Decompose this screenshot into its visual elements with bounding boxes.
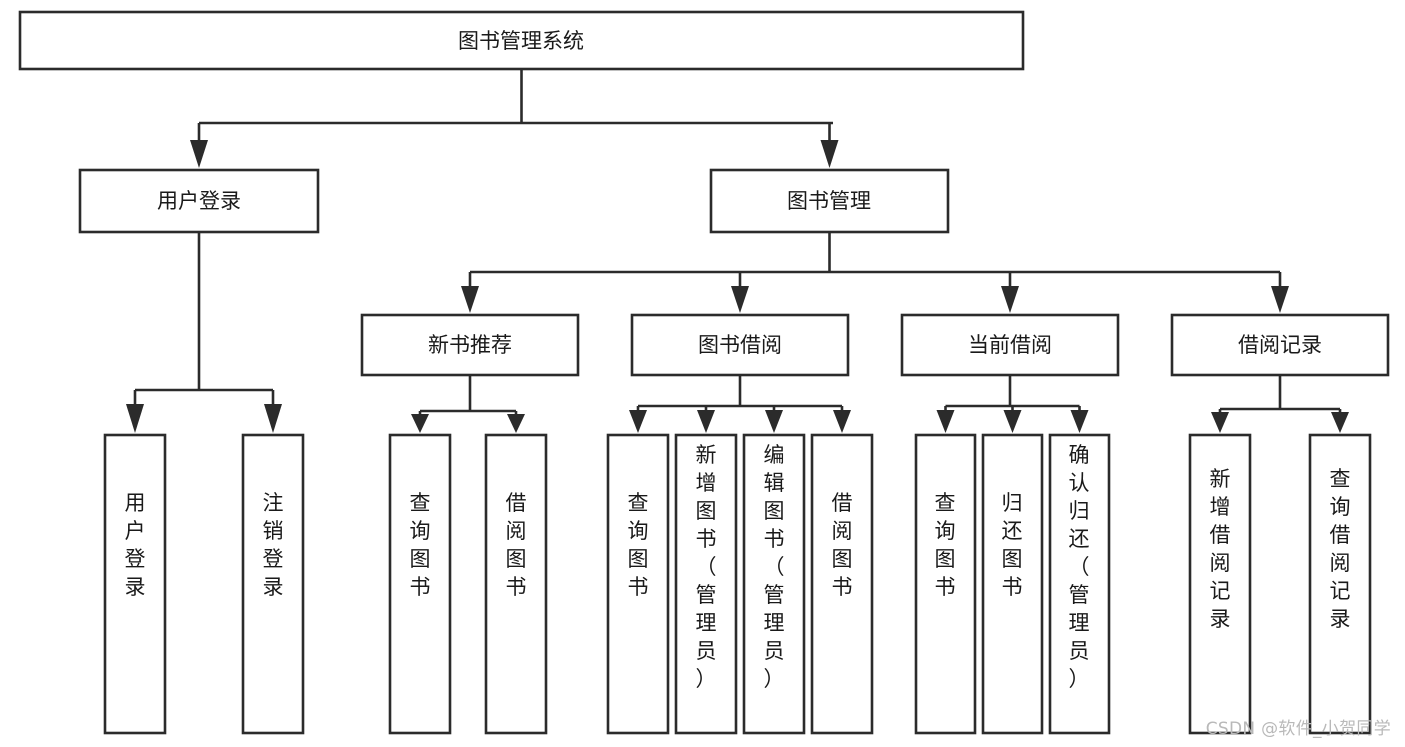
node-box-leaf-borrow-book-1[interactable] bbox=[484, 433, 548, 735]
node-label-root: 图书管理系统 bbox=[458, 29, 584, 53]
watermark-label: CSDN @软件_小贺同学 bbox=[1205, 719, 1391, 739]
node-label-leaf-query-borrow-record: 查询借阅记录 bbox=[1330, 467, 1351, 631]
node-root-system[interactable]: 图书管理系统 bbox=[18, 10, 1025, 71]
arrow-head-leaf-query-book-3 bbox=[936, 410, 955, 433]
node-leaf-user-login[interactable]: 用户登录 bbox=[103, 433, 167, 735]
arrow-head-leaf-query-book-2 bbox=[629, 410, 647, 433]
node-label-leaf-add-borrow-record: 新增借阅记录 bbox=[1210, 467, 1231, 631]
arrow-head-book-mgmt bbox=[820, 140, 839, 168]
node-box-leaf-add-borrow-record[interactable] bbox=[1188, 433, 1252, 735]
node-label-leaf-logout: 注销登录 bbox=[263, 491, 284, 599]
node-label-new-book-recommend: 新书推荐 bbox=[428, 333, 512, 357]
node-leaf-logout[interactable]: 注销登录 bbox=[241, 433, 305, 735]
node-leaf-query-borrow-record[interactable]: 查询借阅记录 bbox=[1308, 433, 1372, 735]
node-label-book-borrow: 图书借阅 bbox=[698, 333, 782, 357]
arrow-head-leaf-query-record bbox=[1331, 412, 1349, 433]
arrow-head-leaf-user-login bbox=[126, 404, 144, 433]
node-label-leaf-edit-book-admin: 编辑图书（管理员） bbox=[764, 443, 785, 691]
arrow-head-leaf-add-book bbox=[697, 410, 715, 433]
node-box-leaf-add-book-admin[interactable] bbox=[674, 433, 738, 735]
node-label-leaf-query-book-1: 查询图书 bbox=[410, 491, 431, 599]
node-leaf-query-book-1[interactable]: 查询图书 bbox=[388, 433, 452, 735]
node-label-leaf-query-book-3: 查询图书 bbox=[935, 491, 956, 599]
arrow-head-leaf-borrow-book-1 bbox=[507, 414, 525, 433]
node-user-login[interactable]: 用户登录 bbox=[78, 168, 320, 234]
node-leaf-add-borrow-record[interactable]: 新增借阅记录 bbox=[1188, 433, 1252, 735]
arrow-head-borrow-record bbox=[1271, 286, 1289, 313]
node-leaf-borrow-book-1[interactable]: 借阅图书 bbox=[484, 433, 548, 735]
node-label-leaf-user-login: 用户登录 bbox=[125, 491, 146, 599]
node-label-leaf-add-book-admin: 新增图书（管理员） bbox=[696, 443, 717, 691]
connector-layer bbox=[126, 69, 1349, 433]
node-box-leaf-query-book-3[interactable] bbox=[914, 433, 977, 735]
node-box-book-management[interactable] bbox=[709, 168, 950, 234]
arrow-head-current-borrow bbox=[1001, 286, 1019, 313]
node-new-book-recommend[interactable]: 新书推荐 bbox=[360, 313, 580, 377]
node-leaf-query-book-2[interactable]: 查询图书 bbox=[606, 433, 670, 735]
node-box-leaf-query-borrow-record[interactable] bbox=[1308, 433, 1372, 735]
node-leaf-add-book-admin[interactable]: 新增图书（管理员） bbox=[674, 433, 738, 735]
node-book-borrow[interactable]: 图书借阅 bbox=[630, 313, 850, 377]
node-label-book-management: 图书管理 bbox=[787, 189, 871, 213]
node-box-user-login[interactable] bbox=[78, 168, 320, 234]
node-leaf-confirm-return-admin[interactable]: 确认归还（管理员） bbox=[1048, 433, 1111, 735]
node-box-book-borrow[interactable] bbox=[630, 313, 850, 377]
node-box-leaf-borrow-book-2[interactable] bbox=[810, 433, 874, 735]
node-label-user-login: 用户登录 bbox=[157, 189, 241, 213]
node-box-leaf-confirm-return-admin[interactable] bbox=[1048, 433, 1111, 735]
arrow-head-leaf-add-record bbox=[1211, 412, 1229, 433]
node-label-borrow-record: 借阅记录 bbox=[1238, 333, 1322, 357]
node-label-leaf-query-book-2: 查询图书 bbox=[628, 491, 649, 599]
arrow-head-leaf-query-book-1 bbox=[411, 414, 429, 433]
node-box-leaf-return-book[interactable] bbox=[981, 433, 1044, 735]
arrow-head-leaf-borrow-book-2 bbox=[833, 410, 851, 433]
arrow-head-book-borrow bbox=[731, 286, 749, 313]
node-box-current-borrow[interactable] bbox=[900, 313, 1120, 377]
node-label-leaf-return-book: 归还图书 bbox=[1002, 491, 1023, 599]
node-label-leaf-borrow-book-1: 借阅图书 bbox=[506, 491, 527, 599]
node-box-leaf-user-login[interactable] bbox=[103, 433, 167, 735]
node-label-leaf-borrow-book-2: 借阅图书 bbox=[832, 491, 853, 599]
arrow-head-new-book-rec bbox=[461, 286, 479, 313]
node-box-leaf-query-book-2[interactable] bbox=[606, 433, 670, 735]
node-leaf-query-book-3[interactable]: 查询图书 bbox=[914, 433, 977, 735]
node-box-leaf-query-book-1[interactable] bbox=[388, 433, 452, 735]
node-box-root[interactable] bbox=[18, 10, 1025, 71]
node-leaf-edit-book-admin[interactable]: 编辑图书（管理员） bbox=[742, 433, 806, 735]
node-label-current-borrow: 当前借阅 bbox=[968, 333, 1052, 357]
node-box-leaf-logout[interactable] bbox=[241, 433, 305, 735]
node-box-new-book-recommend[interactable] bbox=[360, 313, 580, 377]
node-book-management[interactable]: 图书管理 bbox=[709, 168, 950, 234]
node-box-leaf-edit-book-admin[interactable] bbox=[742, 433, 806, 735]
node-box-borrow-record[interactable] bbox=[1170, 313, 1390, 377]
node-leaf-borrow-book-2[interactable]: 借阅图书 bbox=[810, 433, 874, 735]
node-label-leaf-confirm-return-admin: 确认归还（管理员） bbox=[1069, 443, 1090, 691]
arrow-head-user-login bbox=[190, 140, 208, 168]
node-current-borrow[interactable]: 当前借阅 bbox=[900, 313, 1120, 377]
node-borrow-record[interactable]: 借阅记录 bbox=[1170, 313, 1390, 377]
arrow-head-leaf-confirm-return bbox=[1070, 410, 1089, 433]
node-leaf-return-book[interactable]: 归还图书 bbox=[981, 433, 1044, 735]
arrow-head-leaf-edit-book bbox=[765, 410, 783, 433]
arrow-head-leaf-return-book bbox=[1003, 410, 1022, 433]
arrow-head-leaf-logout bbox=[264, 404, 282, 433]
